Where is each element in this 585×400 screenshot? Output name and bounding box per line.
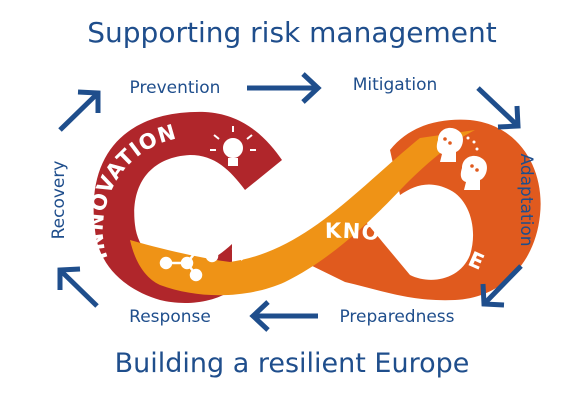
thinking-heads-icon <box>436 127 487 190</box>
diagram-subtitle: Building a resilient Europe <box>115 348 470 379</box>
arrow-response-to-recovery <box>57 266 99 308</box>
lightbulb-icon <box>210 126 256 166</box>
arrow-prevention-to-mitigation <box>247 72 322 104</box>
arrow-adaptation-to-preparedness <box>480 264 523 308</box>
arrow-recovery-to-prevention <box>58 89 101 132</box>
diagram-title: Supporting risk management <box>87 16 496 49</box>
step-prevention: Prevention <box>130 78 221 98</box>
step-preparedness: Preparedness <box>339 307 454 327</box>
step-response: Response <box>129 307 211 327</box>
partnership-band <box>130 130 475 296</box>
step-recovery: Recovery <box>49 161 69 240</box>
network-nodes-icon <box>159 242 219 282</box>
step-mitigation: Mitigation <box>353 75 438 95</box>
arrow-preparedness-to-response <box>249 300 318 332</box>
step-adaptation: Adaptation <box>516 154 536 247</box>
arrow-mitigation-to-adaptation <box>476 86 521 130</box>
